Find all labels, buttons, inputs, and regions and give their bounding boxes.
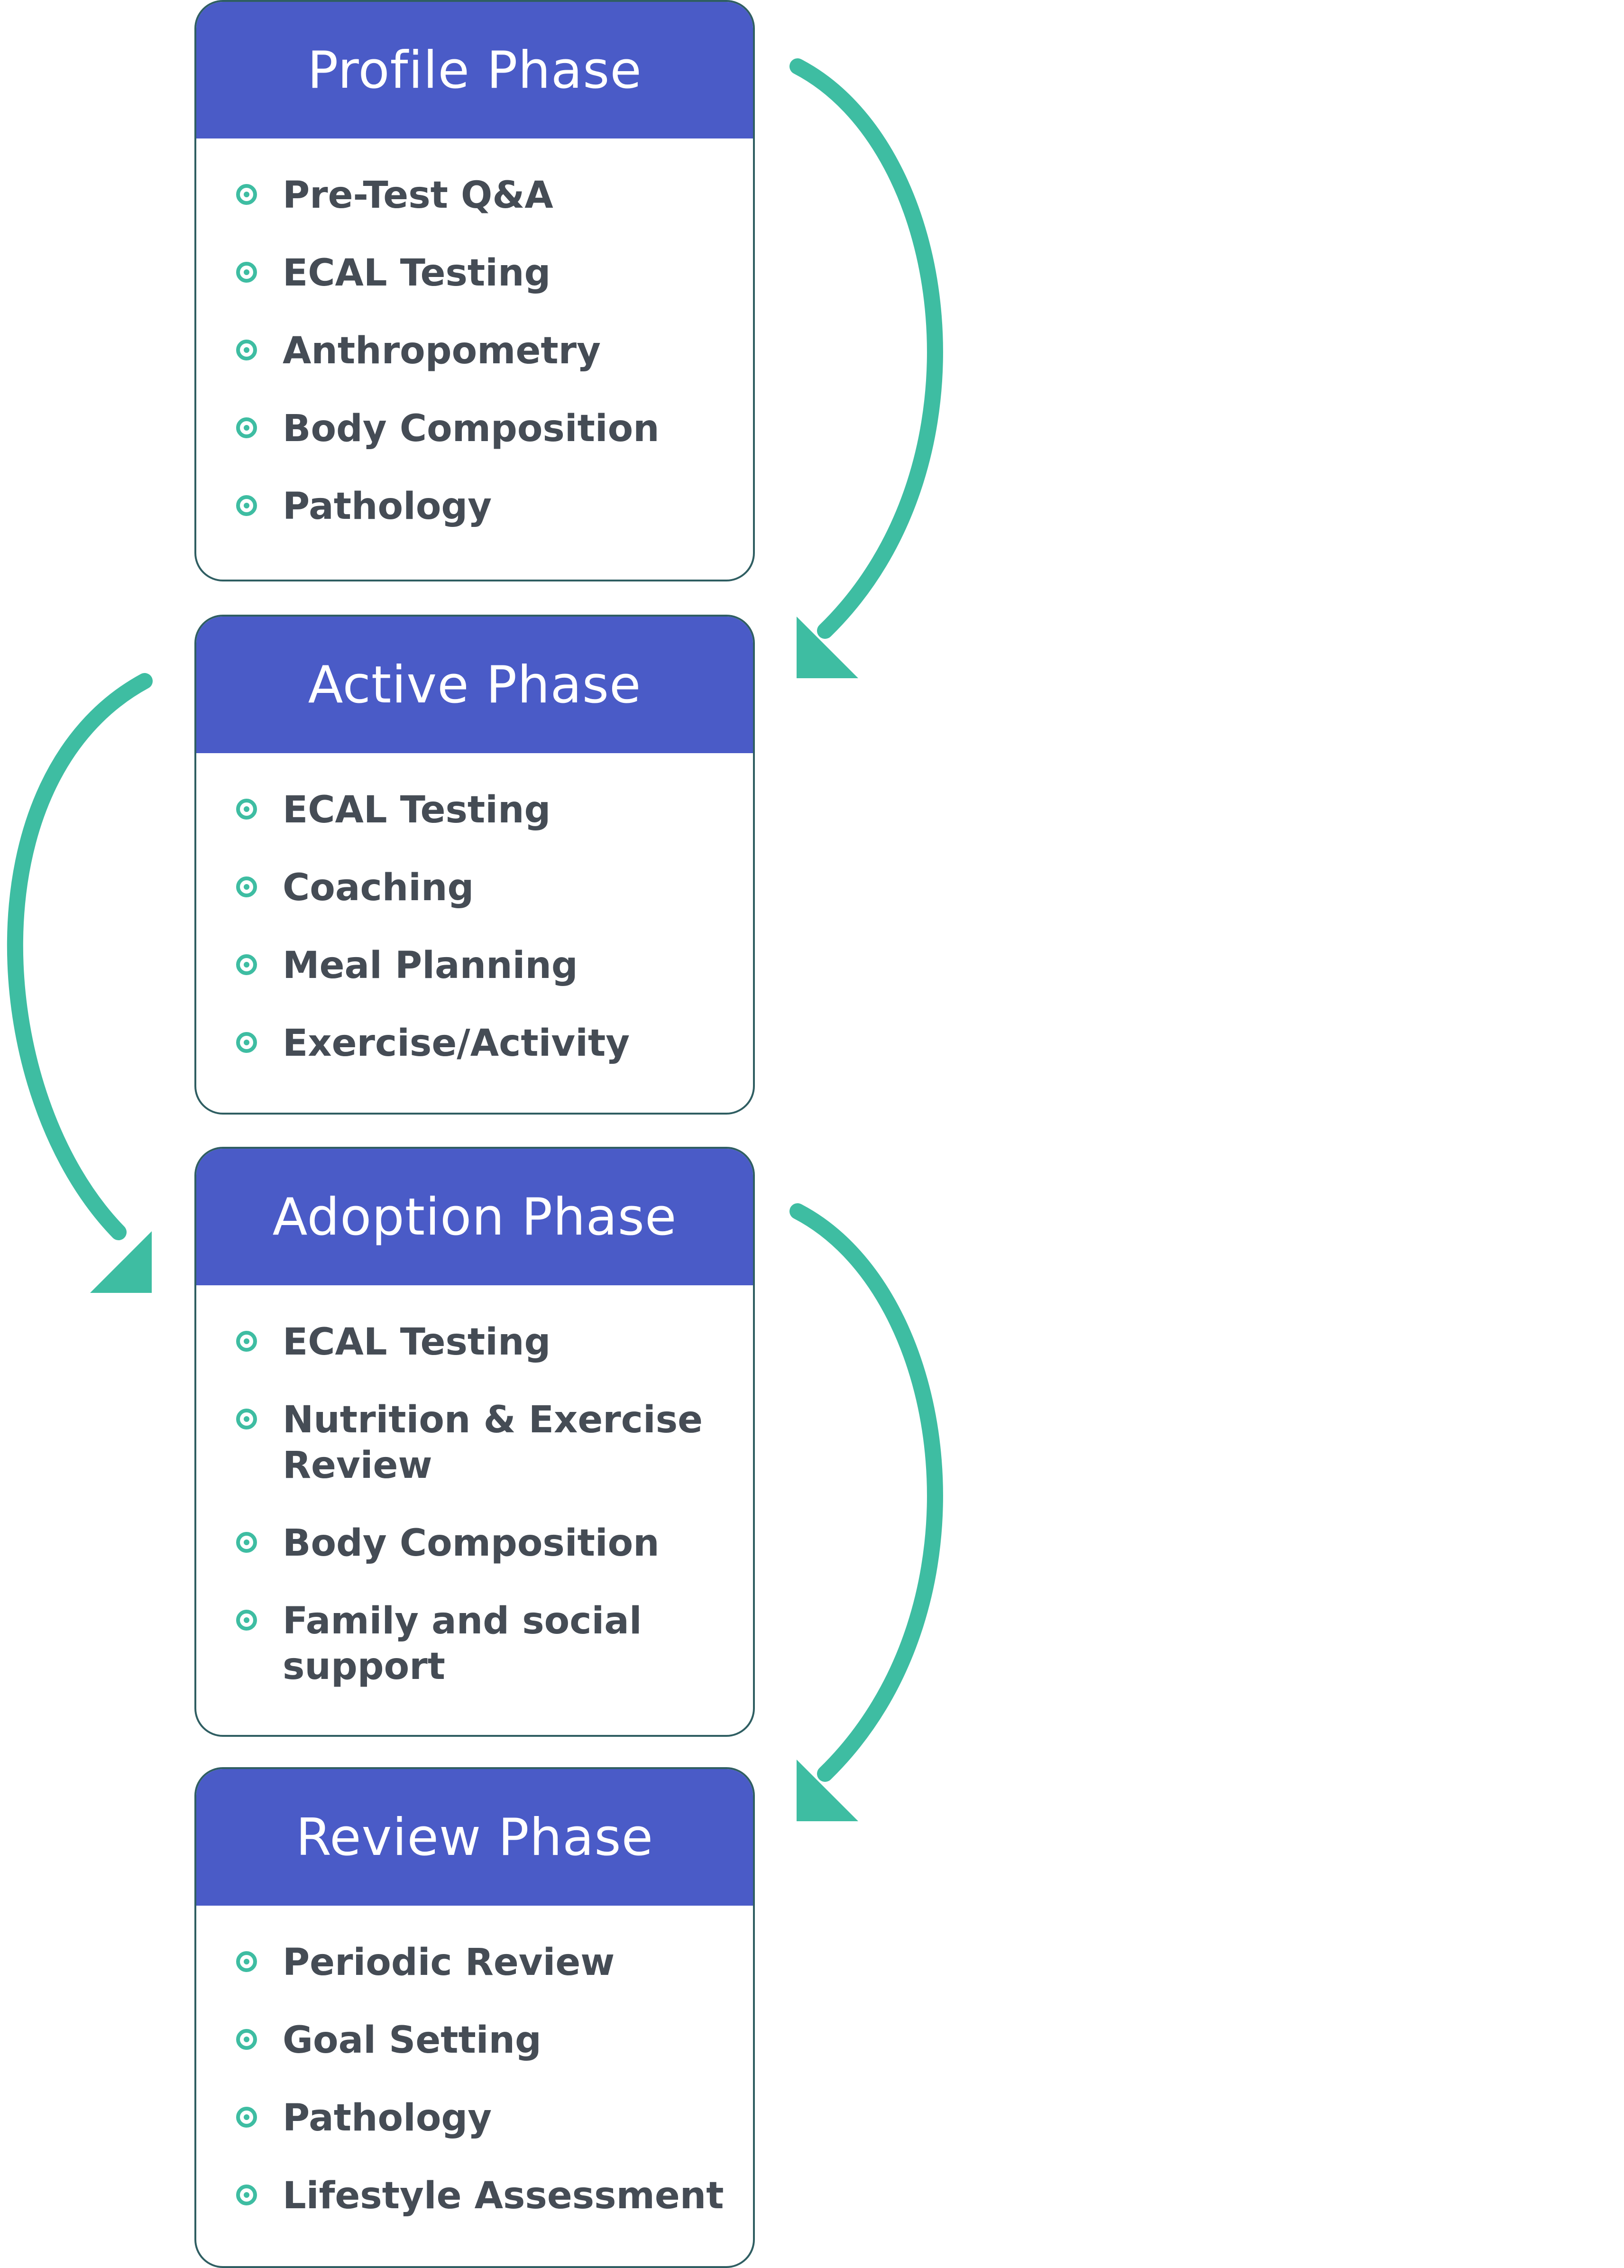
- circle-dot-icon: [236, 2185, 257, 2205]
- phase-card-review: Review Phase Periodic Review Goal Settin…: [194, 1767, 755, 2268]
- item-label: Pathology: [283, 2097, 492, 2139]
- list-item: Pathology: [196, 2095, 753, 2141]
- circle-dot-icon: [236, 262, 257, 283]
- item-label: ECAL Testing: [283, 789, 551, 831]
- item-label: Body Composition: [283, 407, 660, 450]
- item-label: Meal Planning: [283, 944, 578, 987]
- list-item: Anthropometry: [196, 328, 753, 374]
- list-item: Coaching: [196, 865, 753, 911]
- list-item: ECAL Testing: [196, 250, 753, 296]
- circle-dot-icon: [236, 876, 257, 897]
- item-label: Exercise/Activity: [283, 1022, 630, 1065]
- phase-item-list: ECAL Testing Nutrition & Exercise Review…: [196, 1285, 753, 1689]
- circle-dot-icon: [236, 1409, 257, 1429]
- item-label: Pre-Test Q&A: [283, 174, 553, 217]
- circle-dot-icon: [236, 1610, 257, 1631]
- item-label: Family and social support: [283, 1600, 642, 1688]
- circle-dot-icon: [236, 417, 257, 438]
- item-label: Goal Setting: [283, 2019, 541, 2062]
- circle-dot-icon: [236, 495, 257, 516]
- circle-dot-icon: [236, 1331, 257, 1352]
- list-item: Periodic Review: [196, 1940, 753, 1985]
- list-item: Pathology: [196, 484, 753, 529]
- circle-dot-icon: [236, 1032, 257, 1053]
- item-label: Body Composition: [283, 1522, 660, 1565]
- list-item: Meal Planning: [196, 943, 753, 988]
- item-label: ECAL Testing: [283, 252, 551, 295]
- phase-card-adoption: Adoption Phase ECAL Testing Nutrition & …: [194, 1147, 755, 1737]
- list-item: Exercise/Activity: [196, 1021, 753, 1066]
- item-label: Lifestyle Assessment: [283, 2175, 724, 2217]
- list-item: Body Composition: [196, 1521, 753, 1566]
- list-item: Body Composition: [196, 406, 753, 452]
- phase-title: Profile Phase: [196, 2, 753, 138]
- phase-item-list: Pre-Test Q&A ECAL Testing Anthropometry …: [196, 138, 753, 529]
- arrow-active-to-adoption: [7, 673, 153, 1293]
- arrow-profile-to-active: [789, 58, 943, 678]
- item-label: Periodic Review: [283, 1941, 615, 1984]
- list-item: ECAL Testing: [196, 1319, 753, 1365]
- phase-item-list: Periodic Review Goal Setting Pathology L…: [196, 1906, 753, 2219]
- phase-item-list: ECAL Testing Coaching Meal Planning Exer…: [196, 753, 753, 1066]
- list-item: Pre-Test Q&A: [196, 173, 753, 218]
- circle-dot-icon: [236, 799, 257, 820]
- item-label: Coaching: [283, 867, 474, 909]
- phase-card-profile: Profile Phase Pre-Test Q&A ECAL Testing …: [194, 0, 755, 581]
- item-label: ECAL Testing: [283, 1321, 551, 1364]
- circle-dot-icon: [236, 954, 257, 975]
- phase-card-active: Active Phase ECAL Testing Coaching Meal …: [194, 615, 755, 1115]
- phase-title: Active Phase: [196, 617, 753, 753]
- circle-dot-icon: [236, 1532, 257, 1553]
- item-label: Pathology: [283, 485, 492, 528]
- circle-dot-icon: [236, 340, 257, 360]
- circle-dot-icon: [236, 2029, 257, 2050]
- circle-dot-icon: [236, 184, 257, 205]
- circle-dot-icon: [236, 2107, 257, 2128]
- list-item: Lifestyle Assessment: [196, 2173, 753, 2219]
- list-item: Goal Setting: [196, 2018, 753, 2063]
- phase-title: Adoption Phase: [196, 1149, 753, 1285]
- item-label: Nutrition & Exercise Review: [283, 1399, 703, 1487]
- circle-dot-icon: [236, 1951, 257, 1972]
- phase-title: Review Phase: [196, 1769, 753, 1906]
- list-item: Family and social support: [196, 1598, 753, 1689]
- list-item: Nutrition & Exercise Review: [196, 1397, 753, 1488]
- list-item: ECAL Testing: [196, 787, 753, 833]
- arrow-adoption-to-review: [789, 1203, 943, 1821]
- item-label: Anthropometry: [283, 330, 601, 372]
